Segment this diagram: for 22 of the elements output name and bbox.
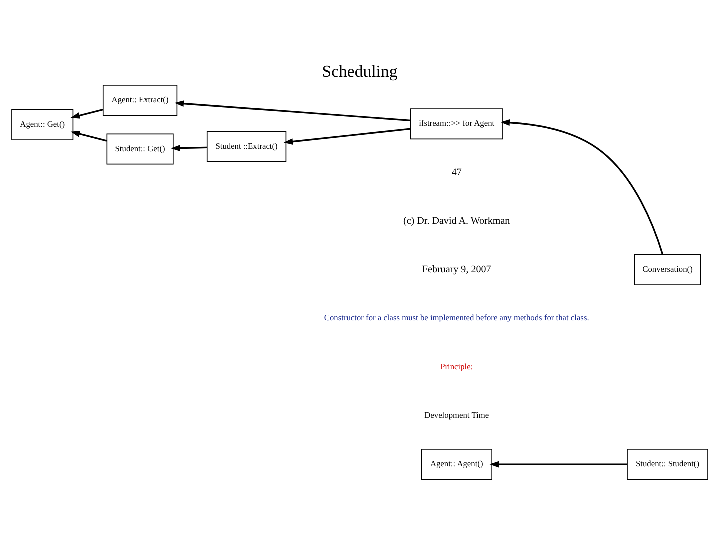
label: 47 bbox=[452, 167, 462, 178]
node-box: Student:: Get() bbox=[106, 134, 174, 165]
arrow bbox=[70, 108, 104, 119]
arrow bbox=[174, 100, 411, 122]
node-box: Agent:: Extract() bbox=[102, 85, 178, 116]
node-box: Conversation() bbox=[634, 254, 702, 286]
node-box: Student ::Extract() bbox=[206, 131, 287, 162]
arrow bbox=[500, 120, 664, 256]
arrow bbox=[70, 131, 108, 142]
label: (c) Dr. David A. Workman bbox=[403, 216, 510, 227]
node-box: Agent:: Get() bbox=[12, 109, 74, 140]
node-box: ifstream::>> for Agent bbox=[410, 108, 504, 140]
label: Constructor for a class must be implemented before any methods for that class. bbox=[324, 314, 590, 323]
node-box: Agent:: Agent() bbox=[421, 449, 492, 480]
label: Development Time bbox=[424, 411, 490, 420]
node-box: Student:: Student() bbox=[627, 449, 708, 480]
arrow bbox=[490, 461, 628, 468]
label: Principle: bbox=[440, 362, 474, 372]
diagram-title: Scheduling bbox=[322, 62, 398, 82]
label: February 9, 2007 bbox=[422, 264, 492, 276]
arrow bbox=[284, 128, 411, 145]
arrow bbox=[170, 145, 208, 152]
